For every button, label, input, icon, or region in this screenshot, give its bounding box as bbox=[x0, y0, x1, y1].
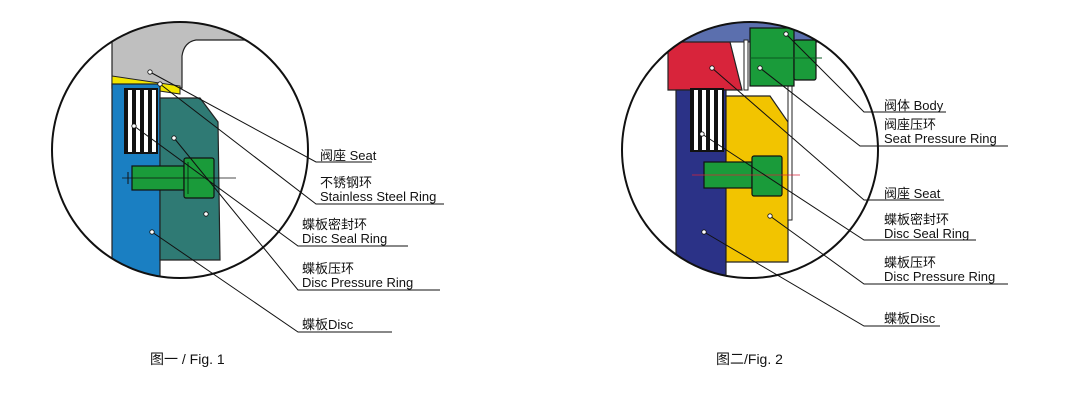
figure-1: 阀座 Seat 不锈钢环 Stainless Steel Ring 蝶板密封环 … bbox=[51, 21, 444, 367]
fig2-cross-section bbox=[622, 22, 878, 278]
fig2-label-disc-seal-ring-en: Disc Seal Ring bbox=[884, 226, 969, 241]
fig1-caption: 图一 / Fig. 1 bbox=[150, 351, 225, 367]
fig2-seat-shape bbox=[667, 41, 743, 91]
fig2-top-bolt-shape bbox=[749, 27, 822, 87]
fig2-label-seat-pressure-ring-cn: 阀座压环 bbox=[884, 117, 936, 132]
fig1-label-disc-seal-ring-cn: 蝶板密封环 bbox=[302, 217, 367, 232]
fig2-label-seat: 阀座 Seat bbox=[884, 186, 941, 201]
fig2-label-disc-seal-ring-cn: 蝶板密封环 bbox=[884, 212, 949, 227]
fig1-label-seat: 阀座 Seat bbox=[320, 148, 377, 163]
fig2-disc-bolt-shape bbox=[692, 155, 800, 197]
fig1-label-disc: 蝶板Disc bbox=[302, 317, 354, 332]
fig2-label-disc-pressure-ring-en: Disc Pressure Ring bbox=[884, 269, 995, 284]
fig2-body-shape bbox=[639, 22, 831, 43]
fig1-label-disc-seal-ring-en: Disc Seal Ring bbox=[302, 231, 387, 246]
fig1-seat-shape bbox=[111, 22, 281, 89]
fig2-caption: 图二/Fig. 2 bbox=[716, 351, 783, 367]
fig1-label-stainless-ring-cn: 不锈钢环 bbox=[320, 175, 372, 190]
fig2-label-seat-pressure-ring-en: Seat Pressure Ring bbox=[884, 131, 997, 146]
fig2-label-disc-pressure-ring-cn: 蝶板压环 bbox=[884, 255, 936, 270]
figure-2: 阀体 Body 阀座压环 Seat Pressure Ring 阀座 Seat … bbox=[621, 21, 1008, 367]
fig2-label-body: 阀体 Body bbox=[884, 98, 944, 113]
fig1-label-stainless-ring-en: Stainless Steel Ring bbox=[320, 189, 436, 204]
fig1-label-disc-pressure-ring-cn: 蝶板压环 bbox=[302, 261, 354, 276]
fig1-cross-section bbox=[52, 22, 308, 278]
fig2-outline-circle bbox=[621, 21, 879, 279]
fig1-label-disc-pressure-ring-en: Disc Pressure Ring bbox=[302, 275, 413, 290]
fig2-label-disc: 蝶板Disc bbox=[884, 311, 936, 326]
fig1-outline-circle bbox=[51, 21, 309, 279]
